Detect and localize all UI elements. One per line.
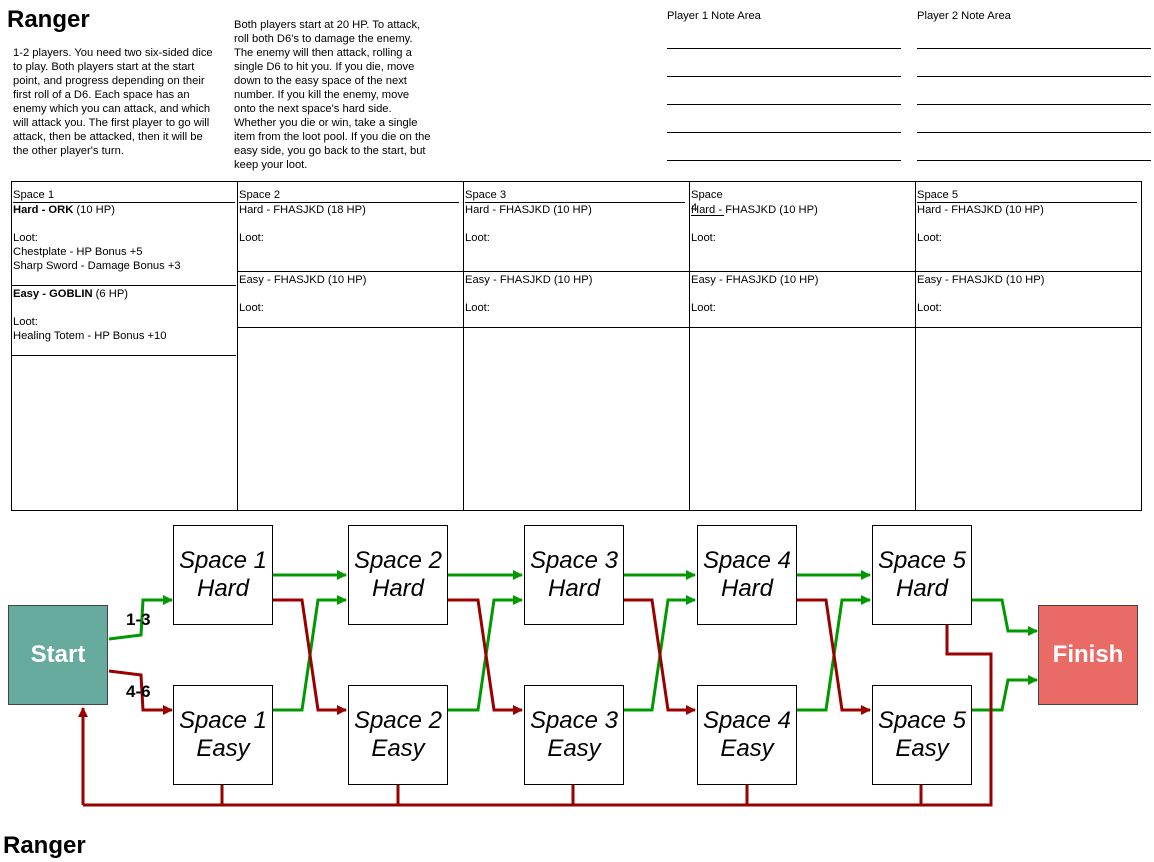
divider — [464, 327, 689, 328]
space-5-header: Space 5 — [917, 189, 1137, 203]
divider — [12, 285, 236, 286]
space-3-easy-enemy: Easy - FHASJKD (10 HP) — [465, 274, 593, 286]
space-3-header: Space 3 — [465, 189, 685, 203]
footer-title: Ranger — [3, 832, 86, 859]
note-line — [667, 48, 901, 49]
divider — [464, 271, 689, 272]
space-2-header: Space 2 — [239, 189, 459, 203]
arrow-lose-1-2 — [273, 598, 347, 715]
roll-high-label: 4-6 — [126, 682, 151, 701]
page-title: Ranger — [7, 6, 90, 33]
space-3-hard-enemy: Hard - FHASJKD (10 HP) — [465, 204, 592, 216]
space-3-column: Space 3 Hard - FHASJKD (10 HP) Loot: Eas… — [464, 182, 690, 510]
space-1-easy-loot-label: Loot: — [13, 316, 38, 328]
space-1-hard-loot-item: Chestplate - HP Bonus +5 — [13, 246, 143, 258]
space-1-easy-enemy: Easy - GOBLIN (6 HP) — [13, 288, 129, 300]
space-2-column: Space 2 Hard - FHASJKD (18 HP) Loot: Eas… — [238, 182, 464, 510]
arrow-hard5-finish — [972, 598, 1038, 636]
space-1-hard-enemy: Hard - ORK (10 HP) — [13, 204, 115, 216]
note-line — [667, 160, 901, 161]
arrow-easy5-finish — [972, 675, 1038, 712]
space-2-easy-loot-label: Loot: — [239, 302, 264, 314]
space-2-hard-enemy: Hard - FHASJKD (18 HP) — [239, 204, 366, 216]
space-1-hard-loot-label: Loot: — [13, 232, 38, 244]
space-1-hard-loot-item: Sharp Sword - Damage Bonus +3 — [13, 260, 181, 272]
space-4-easy-enemy: Easy - FHASJKD (10 HP) — [691, 274, 819, 286]
space-3-hard-loot-label: Loot: — [465, 232, 490, 244]
space-5-easy-loot-label: Loot: — [917, 302, 942, 314]
divider — [916, 327, 1141, 328]
space-1-header: Space 1 — [13, 189, 235, 203]
space-4-easy-loot-label: Loot: — [691, 302, 716, 314]
space-5-easy-enemy: Easy - FHASJKD (10 HP) — [917, 274, 1045, 286]
note-line — [917, 48, 1151, 49]
space-4-hard-loot-label: Loot: — [691, 232, 716, 244]
space-2-easy-enemy: Easy - FHASJKD (10 HP) — [239, 274, 367, 286]
player2-note-title: Player 2 Note Area — [917, 10, 1011, 22]
start-node: Start — [8, 605, 108, 705]
note-line — [667, 104, 901, 105]
space-5-hard-enemy: Hard - FHASJKD (10 HP) — [917, 204, 1044, 216]
space-5-hard-loot-label: Loot: — [917, 232, 942, 244]
arrow-start-to-space1-hard — [108, 595, 173, 641]
divider — [690, 327, 915, 328]
note-line — [667, 132, 901, 133]
space-1-easy-loot-item: Healing Totem - HP Bonus +10 — [13, 330, 167, 342]
note-line — [667, 76, 901, 77]
space-4-header: Space 4 — [691, 189, 724, 216]
spaces-table: Space 1 Hard - ORK (10 HP) Loot: Chestpl… — [11, 181, 1142, 511]
divider — [916, 271, 1141, 272]
arrow-lose-3-4 — [624, 598, 696, 715]
arrow-hard5-return — [83, 625, 993, 807]
divider — [238, 271, 463, 272]
divider — [12, 355, 236, 356]
intro-text: 1-2 players. You need two six-sided dice… — [13, 47, 213, 157]
divider — [238, 327, 463, 328]
note-line — [917, 76, 1151, 77]
note-line — [917, 104, 1151, 105]
player1-note-title: Player 1 Note Area — [667, 10, 761, 22]
space-1-column: Space 1 Hard - ORK (10 HP) Loot: Chestpl… — [12, 182, 238, 510]
space-5-column: Space 5 Hard - FHASJKD (10 HP) Loot: Eas… — [916, 182, 1141, 510]
space-4-column: Space 4 Hard - FHASJKD (10 HP) Loot: Eas… — [690, 182, 916, 510]
arrow-lose-4-5 — [797, 598, 871, 715]
rules-text: Both players start at 20 HP. To attack, … — [234, 19, 431, 171]
space-3-easy-loot-label: Loot: — [465, 302, 490, 314]
roll-low-label: 1-3 — [126, 610, 151, 629]
arrow-lose-2-3 — [448, 598, 523, 715]
space-4-hard-enemy: Hard - FHASJKD (10 HP) — [691, 204, 818, 216]
note-line — [917, 132, 1151, 133]
finish-node: Finish — [1038, 605, 1138, 705]
space-2-hard-loot-label: Loot: — [239, 232, 264, 244]
note-line — [917, 160, 1151, 161]
divider — [690, 271, 915, 272]
arrow-start-to-space1-easy — [108, 669, 173, 715]
